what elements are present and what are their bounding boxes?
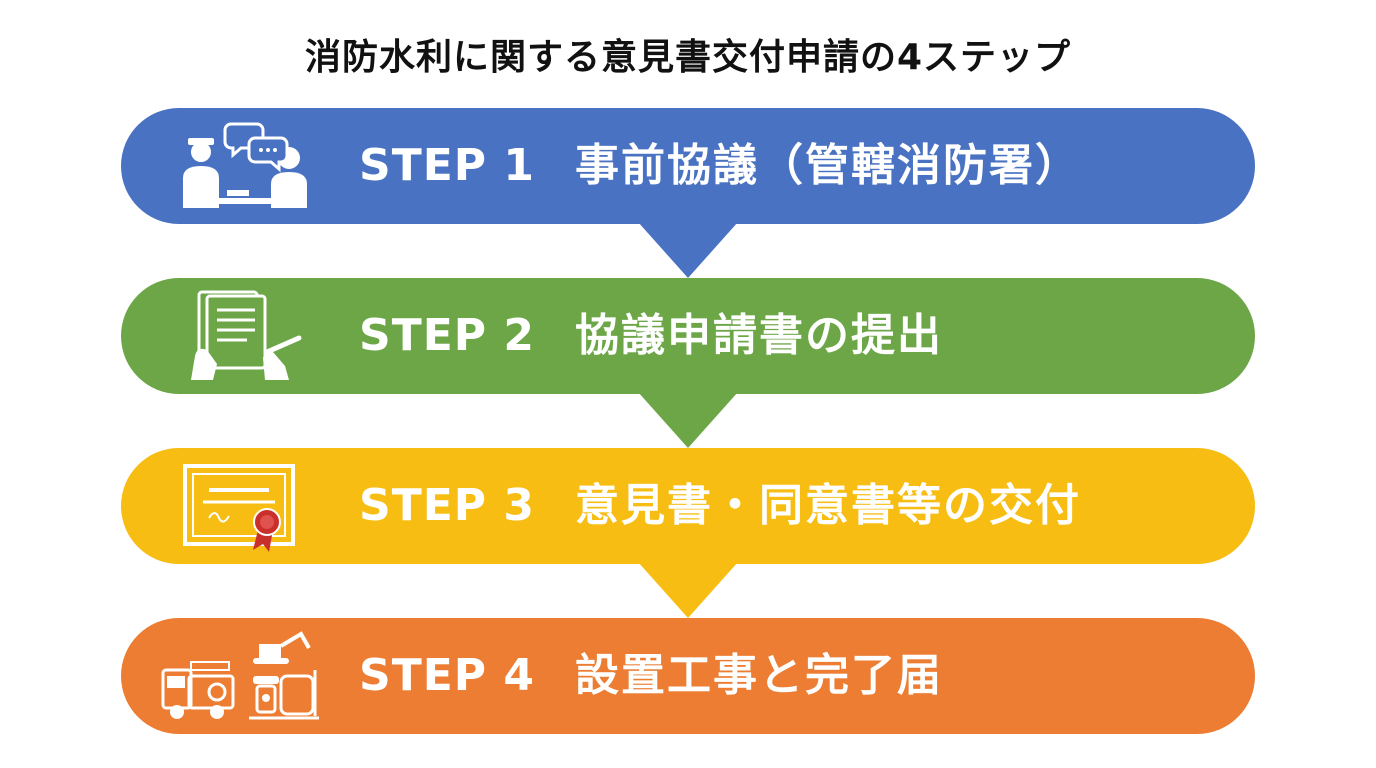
step-2-number: STEP 2 (359, 310, 535, 361)
consultation-icon (161, 116, 321, 216)
step-4-label: 設置工事と完了届 (574, 650, 943, 701)
step-1: STEP 1 事前協議（管轄消防署） (121, 108, 1255, 224)
construction-icon (161, 626, 321, 726)
step-3: STEP 3 意見書・同意書等の交付 (121, 448, 1255, 564)
document-signing-icon (161, 286, 321, 386)
arrow-down-icon (638, 392, 738, 452)
step-2: STEP 2 協議申請書の提出 (121, 278, 1255, 394)
step-1-label: 事前協議（管轄消防署） (574, 140, 1081, 191)
step-3-number: STEP 3 (359, 480, 535, 531)
step-4: STEP 4 設置工事と完了届 (121, 618, 1255, 734)
arrow-down-icon (638, 222, 738, 282)
certificate-icon (161, 456, 321, 556)
step-1-number: STEP 1 (359, 140, 535, 191)
arrow-down-icon (638, 562, 738, 622)
step-3-label: 意見書・同意書等の交付 (574, 480, 1081, 531)
page-title: 消防水利に関する意見書交付申請の4ステップ (304, 37, 1072, 78)
step-4-number: STEP 4 (359, 650, 535, 701)
step-2-label: 協議申請書の提出 (574, 310, 943, 361)
